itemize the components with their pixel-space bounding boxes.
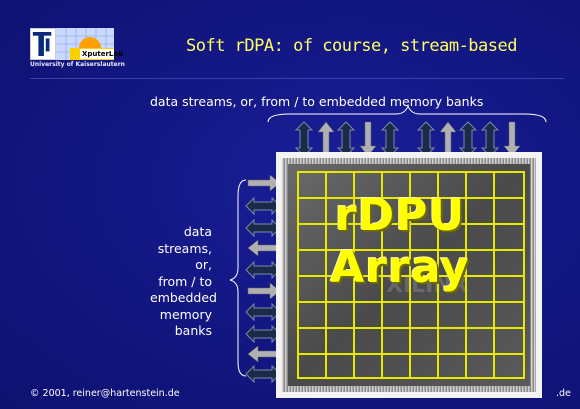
side-label-line: streams, <box>157 240 212 256</box>
svg-text:XILINX: XILINX <box>386 273 469 298</box>
arrow-down-icon <box>503 121 521 157</box>
xputerlab-sun-icon <box>56 28 114 60</box>
university-logo: XputerLab University of Kaiserslautern <box>30 28 130 76</box>
arrow-right-icon <box>247 282 281 300</box>
side-label-line: memory <box>159 306 212 322</box>
double-arrow-vertical-icon <box>458 121 478 157</box>
arrow-up-icon <box>317 121 335 157</box>
double-arrow-horizontal-icon <box>245 302 281 322</box>
double-arrow-vertical-icon <box>336 121 356 157</box>
double-arrow-vertical-icon <box>480 121 500 157</box>
top-arrows <box>294 121 521 157</box>
chip-label-line: rDPU <box>334 190 466 241</box>
chip-watermark: XILINX <box>386 273 469 298</box>
chip-label: rDPU Array <box>300 190 500 294</box>
side-label-line: or, <box>195 257 212 272</box>
double-arrow-vertical-icon <box>294 121 314 157</box>
top-label: data streams, or, from / to embedded mem… <box>150 94 484 109</box>
logo-university: University of Kaiserslautern <box>30 61 125 68</box>
logo-lab-name: XputerLab <box>82 50 124 58</box>
double-arrow-horizontal-icon <box>245 324 281 344</box>
top-brace-icon <box>267 104 547 123</box>
arrow-up-icon <box>439 121 457 157</box>
side-label-line: embedded <box>150 290 217 305</box>
double-arrow-horizontal-icon <box>245 196 281 216</box>
footer-copyright: © 2001, reiner@hartenstein.de <box>30 388 180 399</box>
double-arrow-horizontal-icon <box>245 260 281 280</box>
footer-right: .de <box>556 388 571 399</box>
side-label-line: from / to <box>158 273 212 289</box>
double-arrow-horizontal-icon <box>245 218 281 238</box>
title-divider <box>30 78 564 79</box>
rdpu-grid <box>297 171 525 379</box>
left-arrows <box>245 174 281 384</box>
double-arrow-vertical-icon <box>416 121 436 157</box>
side-label-line: data <box>183 224 212 239</box>
side-label-line: banks <box>174 323 212 338</box>
left-brace-icon <box>229 179 247 377</box>
double-arrow-vertical-icon <box>380 121 400 157</box>
side-label: data streams, or, from / to embedded mem… <box>150 224 217 340</box>
double-arrow-horizontal-icon <box>245 364 281 384</box>
slide-title: Soft rDPA: of course, stream-based <box>186 36 518 56</box>
fpga-chip: XILINX <box>276 152 542 398</box>
arrow-right-icon <box>247 174 281 192</box>
arrow-down-icon <box>359 121 377 157</box>
university-t-icon <box>30 28 56 60</box>
chip-label-line: Array <box>330 242 470 293</box>
